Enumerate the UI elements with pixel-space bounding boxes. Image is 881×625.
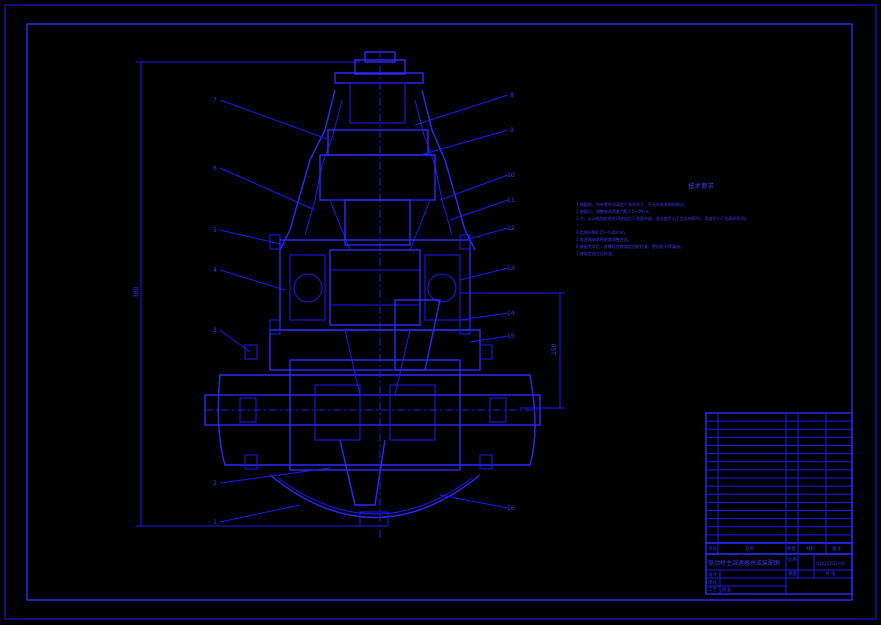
bom-header: 序号 [708, 545, 717, 552]
leader-lines [219, 94, 509, 523]
part-label: 4 [213, 267, 217, 274]
note-line: 6.装配完毕后，各螺栓应按规定扭矩拧紧，密封处不得漏油。 [576, 243, 684, 249]
left-dimension-text: 380 [133, 286, 140, 298]
note-line: 2.装配后，调整轴承预紧力矩1.5~3N·m。 [576, 208, 652, 214]
differential-assembly [204, 50, 541, 540]
part-label: 10 [507, 172, 515, 179]
part-label: 3 [213, 327, 217, 334]
left-part-labels: 7 6 5 4 3 2 1 [213, 97, 217, 526]
title-block: 驱动桥主减速器总成装配图 QDQZJSQ-00 设计 审核 工艺 批准 比例 重… [705, 553, 853, 595]
title-label: 重量 [788, 570, 797, 577]
part-label: 15 [507, 333, 515, 340]
bom-header: 数量 [787, 545, 796, 552]
note-line: 1.装配前，所有零件须清洗干净并吹干，不允许有毛刺和锐边。 [576, 201, 688, 207]
part-label: 16 [507, 505, 515, 512]
part-label: 13 [507, 265, 515, 272]
bom-header: 材料 [806, 545, 815, 552]
part-label: 6 [213, 165, 217, 172]
inner-border [26, 23, 853, 601]
note-line: 5.差速器轴承预紧度调整合适。 [576, 236, 632, 242]
part-label: 7 [213, 97, 217, 104]
title-label: 审核 [708, 579, 717, 586]
title-label: 比例 [788, 556, 797, 563]
right-dimension-text: 150 [551, 343, 558, 355]
title-block-code: QDQZJSQ-00 [816, 561, 845, 567]
title-block-name: 驱动桥主减速器总成装配图 [708, 559, 780, 567]
title-label: 批准 [722, 586, 731, 593]
notes-title: 技术要求 [688, 181, 715, 190]
bill-of-materials: 序号 名称 数量 材料 备注 [705, 412, 853, 555]
technical-notes: 技术要求 1.装配前，所有零件须清洗干净并吹干，不允许有毛刺和锐边。 2.装配后… [576, 181, 750, 256]
title-label: 工艺 [708, 587, 717, 593]
part-label: 8 [510, 92, 514, 99]
part-label: 14 [507, 310, 515, 317]
right-part-labels: 8 9 10 11 12 13 14 15 16 [507, 92, 515, 512]
part-label: 1 [213, 519, 217, 526]
title-label: 设计 [708, 571, 717, 578]
bom-header: 备注 [832, 545, 841, 552]
part-label: 11 [507, 197, 515, 204]
bom-header: 名称 [745, 545, 754, 552]
part-label: 9 [510, 127, 514, 134]
part-label: 2 [213, 480, 217, 487]
part-label: 12 [507, 225, 515, 232]
note-line: 4.齿侧间隙0.15~0.40mm。 [576, 229, 629, 235]
note-line: 3.主、从动锥齿轮啮合印迹应位于齿面中部，其长度不小于齿长的60%，高度不小于齿… [576, 215, 750, 221]
part-label: 5 [213, 227, 217, 234]
outer-border [4, 4, 877, 620]
title-label: 共 张 [825, 570, 836, 577]
note-line: 7.按规定加注齿轮油。 [576, 250, 616, 256]
